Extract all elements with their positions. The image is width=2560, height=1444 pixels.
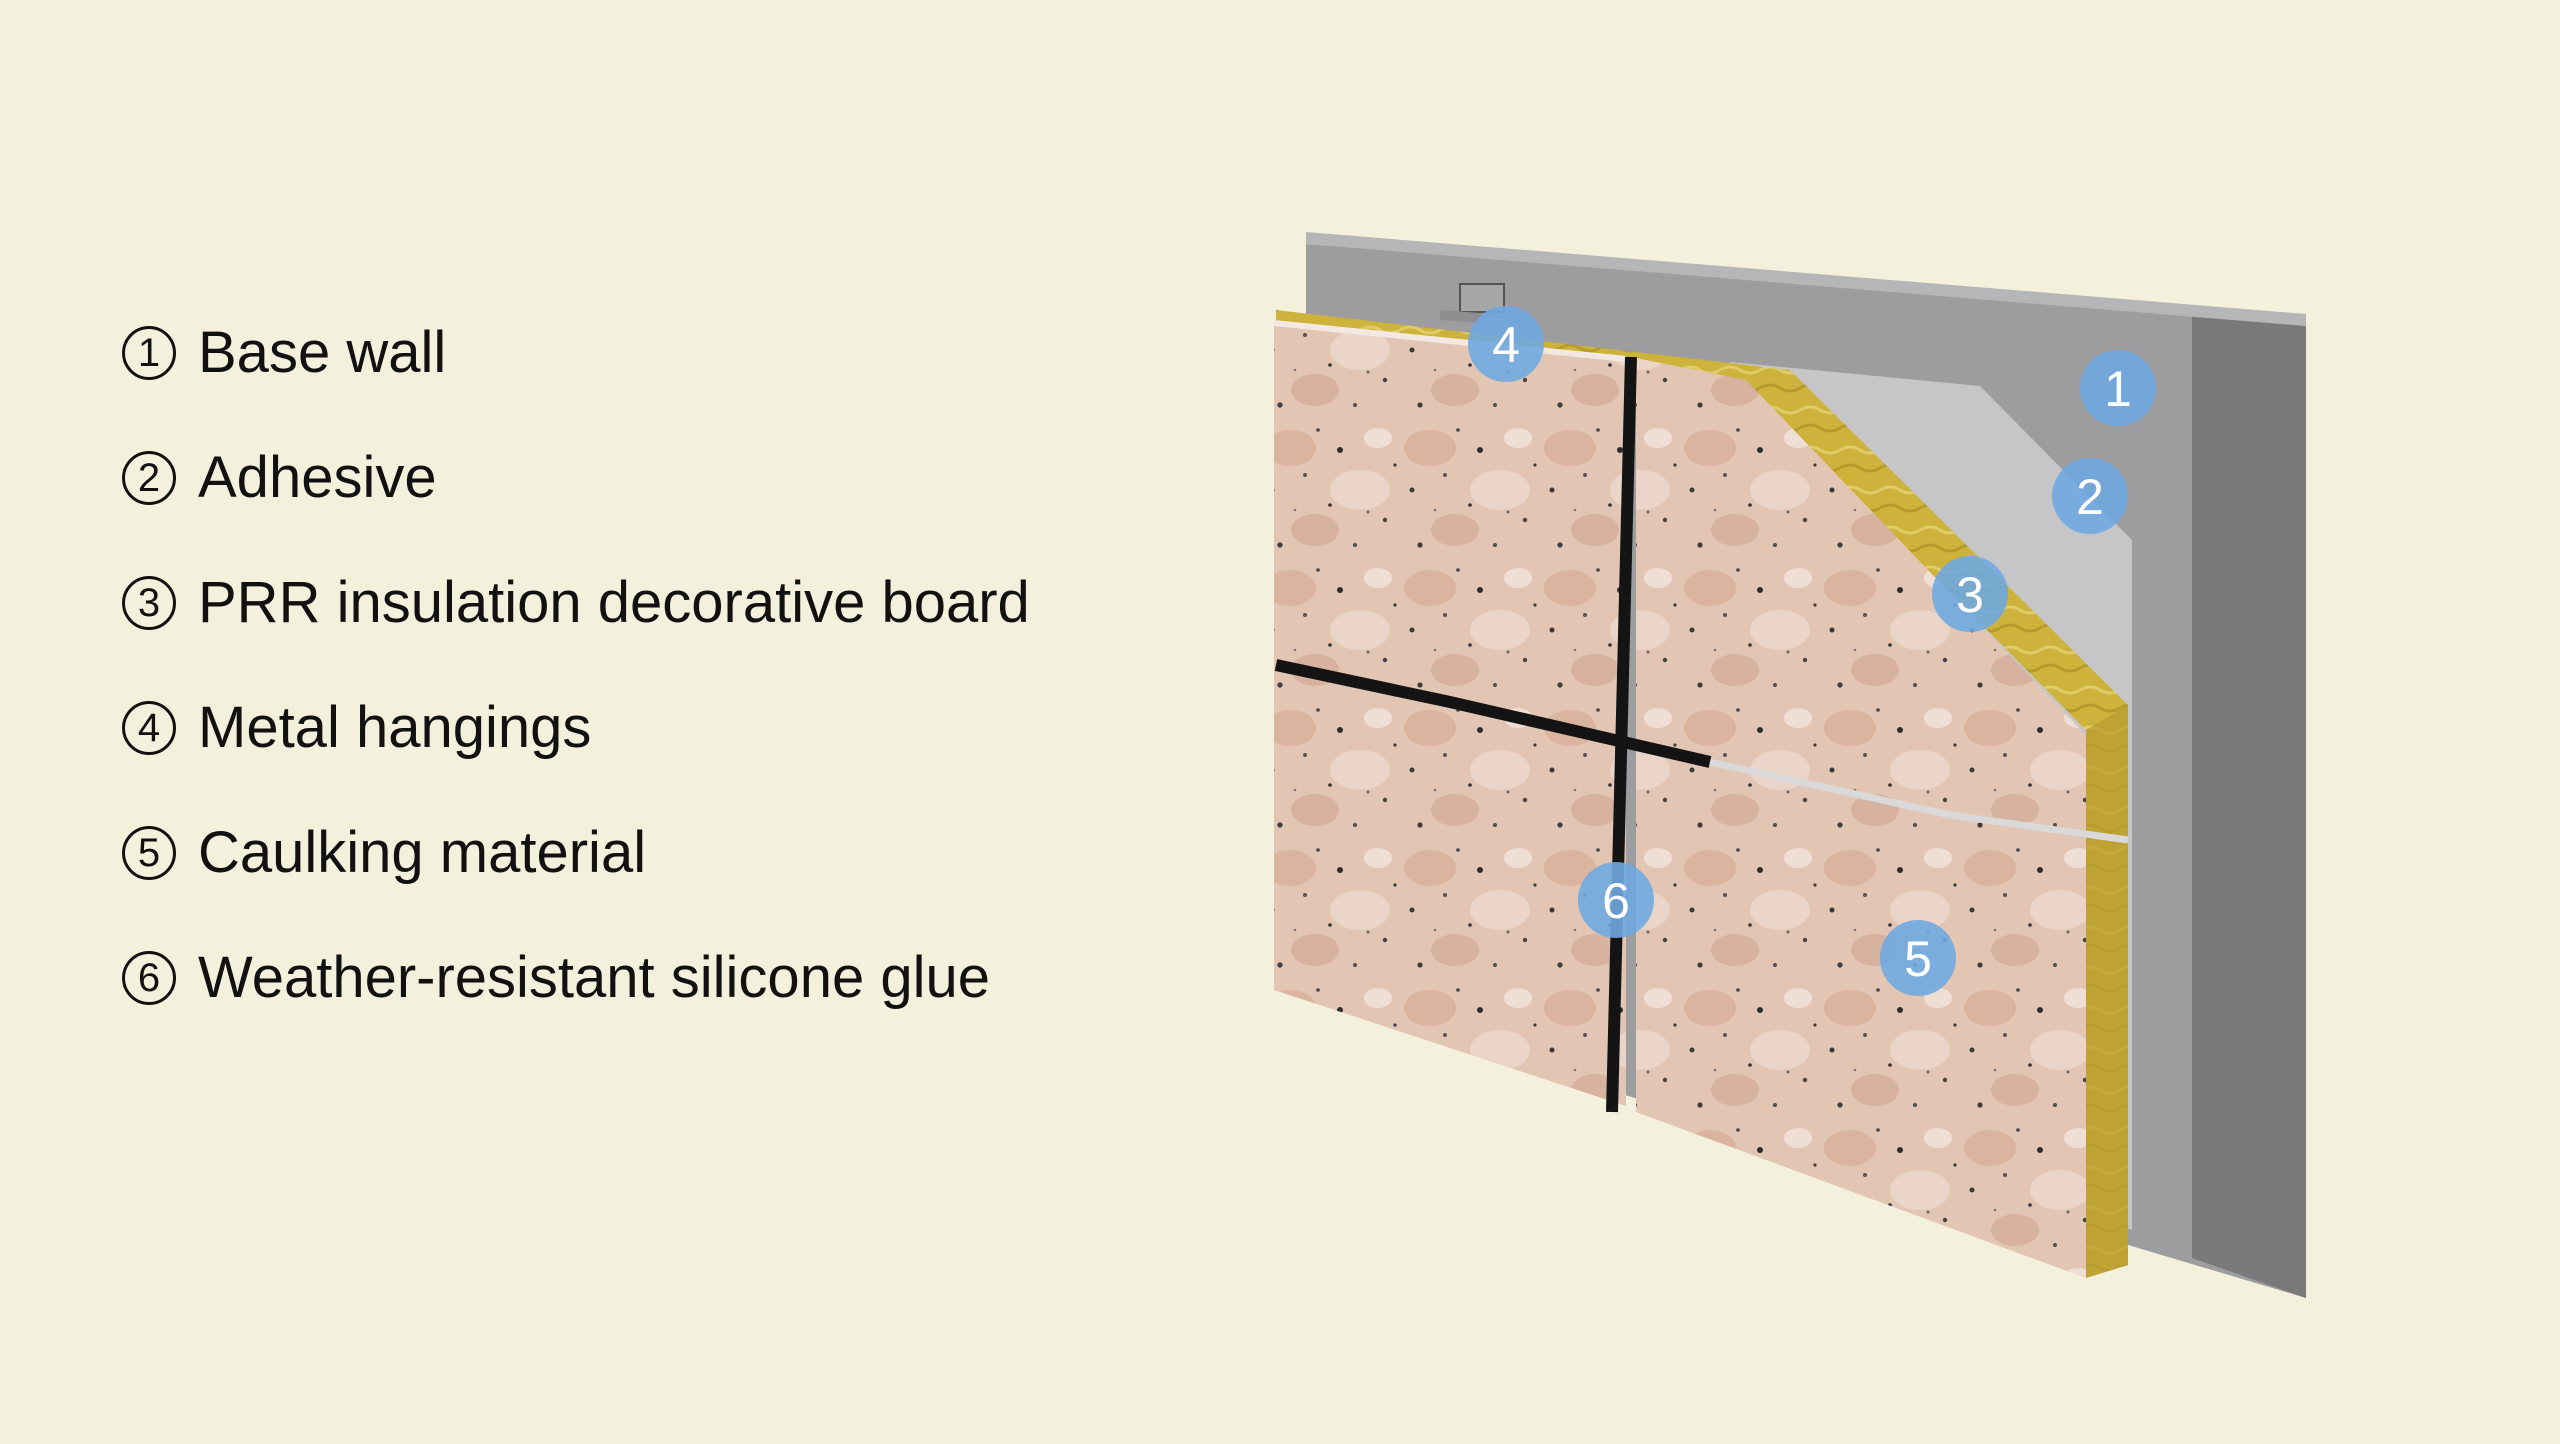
silicone-glue-joints	[1274, 356, 2129, 1113]
callout-label: 6	[1602, 873, 1630, 929]
callout-label: 1	[2104, 361, 2132, 417]
decorative-stone-panels	[1274, 320, 2086, 1278]
legend-label: Metal hangings	[198, 695, 592, 760]
callout-label: 3	[1956, 567, 1984, 623]
callout-3: 3	[1932, 556, 2008, 632]
callout-circle	[1578, 862, 1654, 938]
legend-item-adhesive: 2 Adhesive	[122, 415, 1030, 540]
legend-item-silicone-glue: 6 Weather-resistant silicone glue	[122, 915, 1030, 1040]
legend-number: 2	[122, 450, 176, 505]
callout-2: 2	[2052, 458, 2128, 534]
legend-item-caulking: 5 Caulking material	[122, 790, 1030, 915]
callout-5: 5	[1880, 920, 1956, 996]
callout-circle	[1468, 306, 1544, 382]
callout-label: 2	[2076, 469, 2104, 525]
callout-6: 6	[1578, 862, 1654, 938]
legend-number: 5	[122, 825, 176, 880]
legend-label: Caulking material	[198, 820, 647, 885]
callout-label: 4	[1492, 317, 1520, 373]
callout-circle	[1880, 920, 1956, 996]
callout-4: 4	[1468, 306, 1544, 382]
callout-circle	[1932, 556, 2008, 632]
legend-label: PRR insulation decorative board	[198, 570, 1030, 635]
callout-label: 5	[1904, 931, 1932, 987]
callout-circle	[2052, 458, 2128, 534]
callout-1: 1	[2080, 350, 2156, 426]
legend-label: Base wall	[198, 320, 447, 385]
legend-number: 4	[122, 700, 176, 755]
legend-item-base-wall: 1 Base wall	[122, 290, 1030, 415]
legend-item-insulation-board: 3 PRR insulation decorative board	[122, 540, 1030, 665]
legend-label: Adhesive	[198, 445, 437, 510]
legend-number: 1	[122, 325, 176, 380]
legend-item-metal-hangings: 4 Metal hangings	[122, 665, 1030, 790]
legend: 1 Base wall 2 Adhesive 3 PRR insulation …	[122, 290, 1030, 1040]
legend-number: 3	[122, 575, 176, 630]
insulation-layer	[1276, 310, 2128, 1278]
callout-circle	[2080, 350, 2156, 426]
legend-label: Weather-resistant silicone glue	[198, 945, 990, 1010]
legend-number: 6	[122, 950, 176, 1005]
